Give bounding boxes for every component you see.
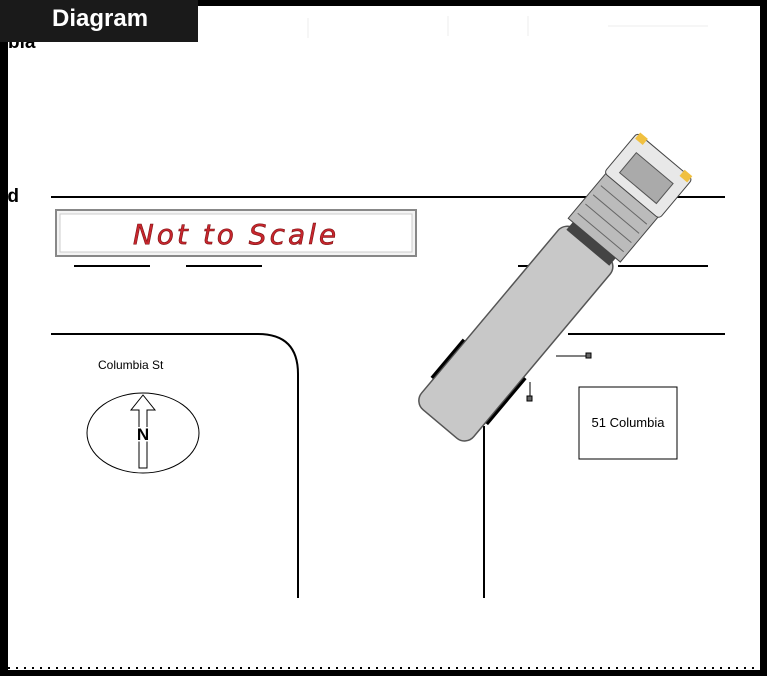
cab-roof (618, 152, 674, 205)
callout-marks (526, 352, 592, 402)
building-51-columbia: 51 Columbia (578, 386, 678, 460)
building-label: 51 Columbia (592, 415, 666, 430)
cut-off-label-mid: rd (0, 186, 19, 207)
trailer-wheel-mark-1 (430, 338, 465, 379)
section-title: Diagram (0, 0, 198, 42)
trailer-wheel-mark-2 (485, 377, 527, 426)
hitch (566, 220, 618, 266)
street-label: Columbia St (98, 358, 164, 372)
north-arrow: N (86, 392, 200, 474)
tractor-trailer (418, 132, 693, 442)
north-letter: N (137, 425, 149, 444)
diagram-svg: Not to Scale Columbia St N 51 Columbia 1 (8, 16, 760, 669)
cab-light-right (679, 169, 693, 183)
road-edge-left-corner (51, 333, 299, 598)
cab-light-left (635, 132, 648, 146)
diagram-canvas: Not to Scale Columbia St N 51 Columbia 1 (8, 6, 760, 670)
background-marks (307, 16, 708, 38)
not-to-scale-banner: Not to Scale (55, 209, 417, 257)
not-to-scale-text: Not to Scale (133, 218, 339, 251)
tractor-detail-lines (577, 185, 648, 253)
